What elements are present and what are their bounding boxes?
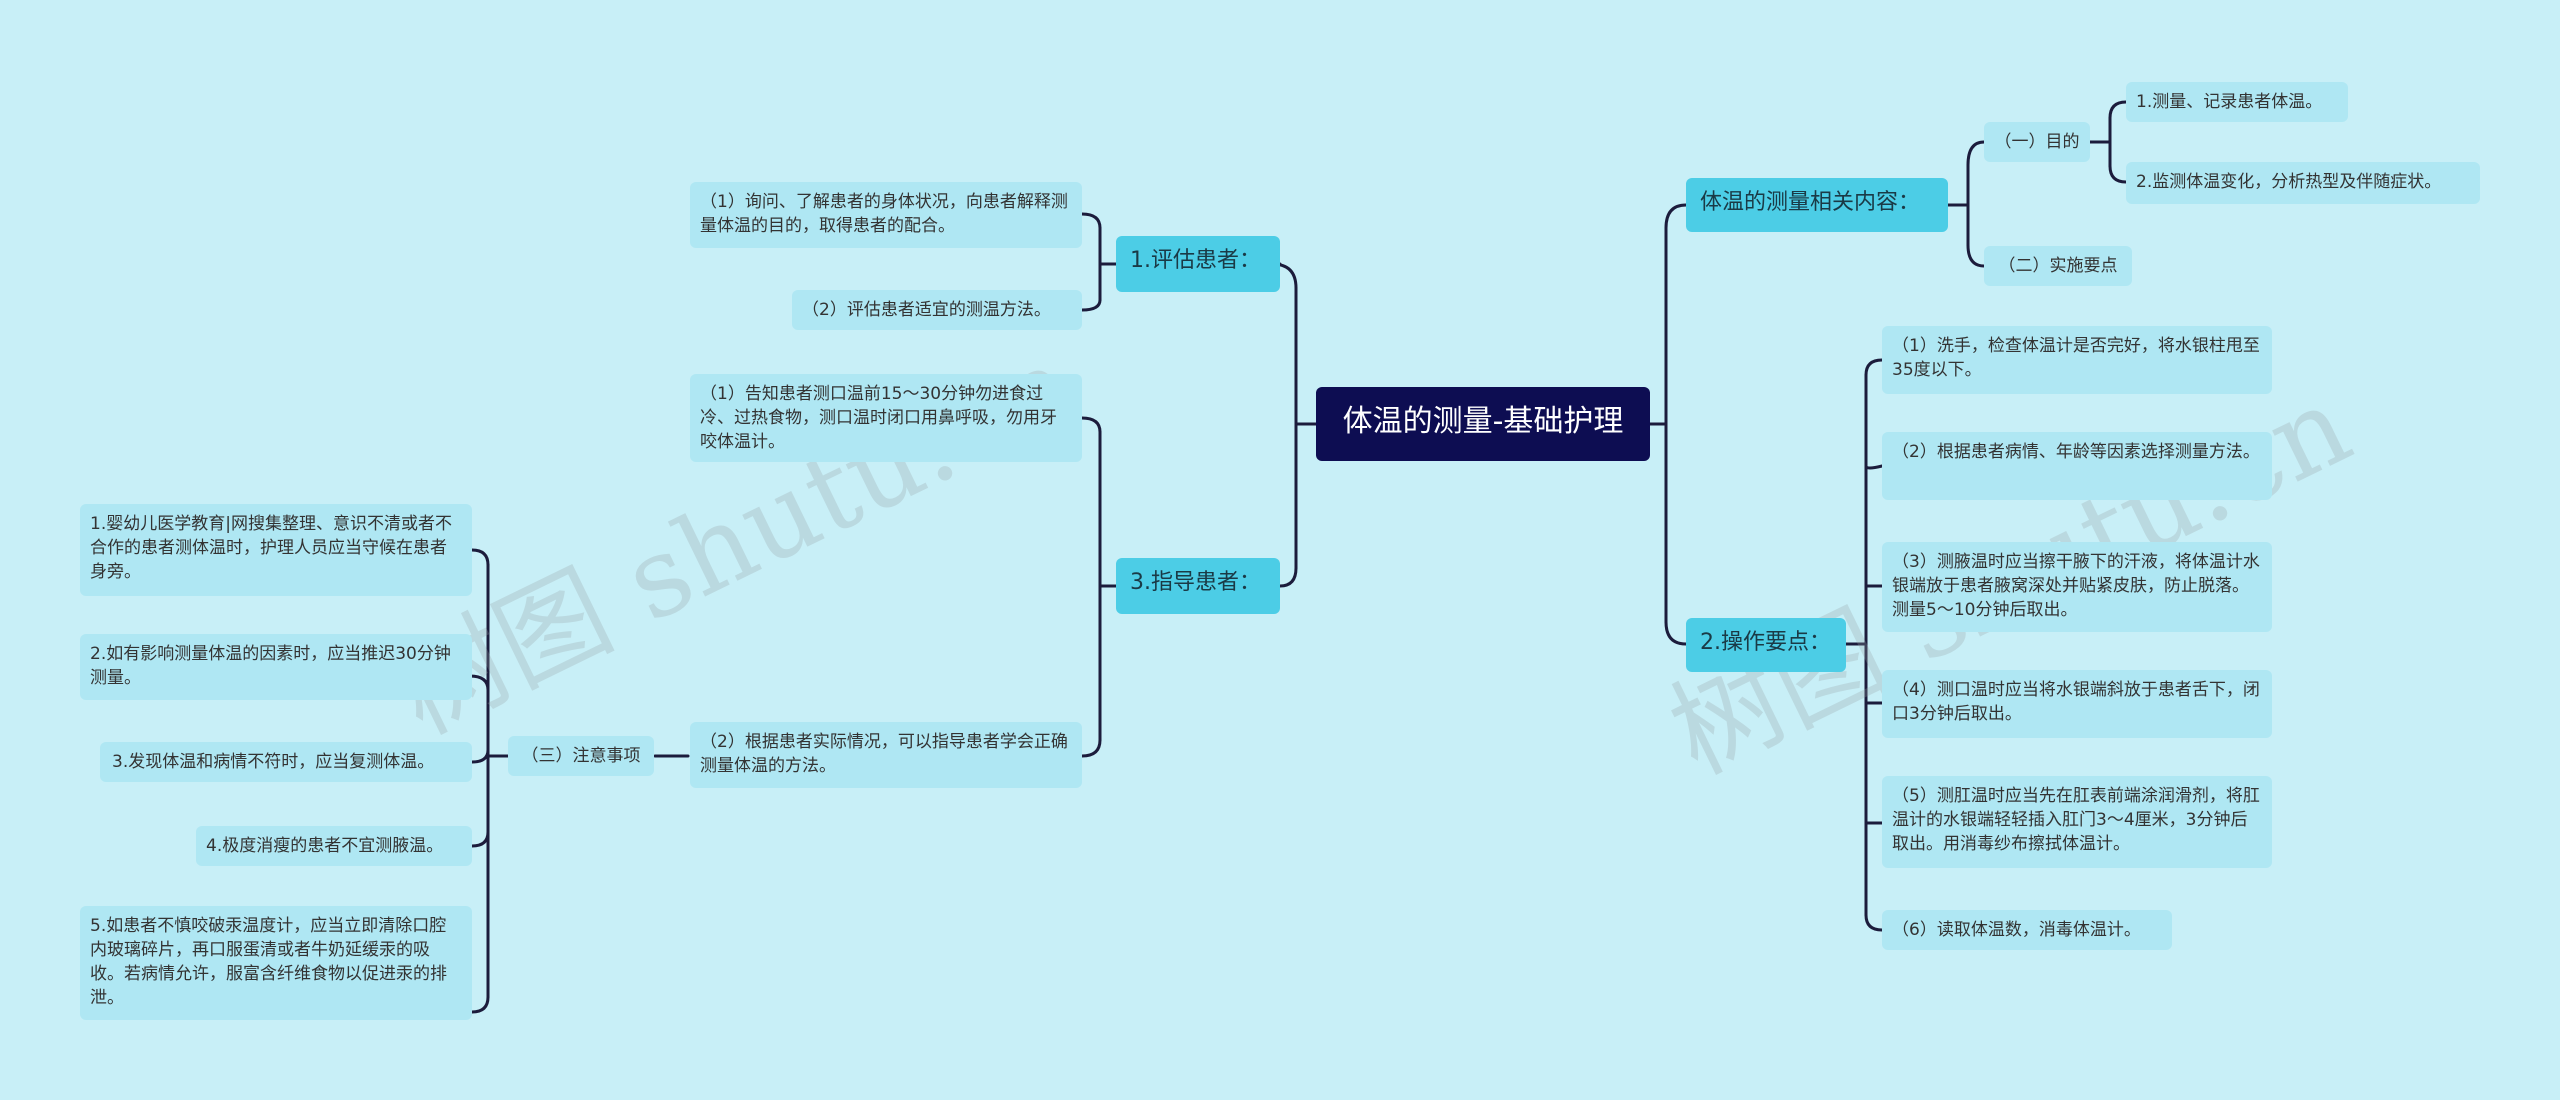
node-purpose[interactable]: （一）目的 — [1984, 122, 2090, 162]
leaf-operation-5[interactable]: （5）测肛温时应当先在肛表前端涂润滑剂，将肛温计的水银端轻轻插入肛门3～4厘米，… — [1882, 776, 2272, 868]
leaf-guide-2[interactable]: （2）根据患者实际情况，可以指导患者学会正确测量体温的方法。 — [690, 722, 1082, 788]
leaf-purpose-1[interactable]: 1.测量、记录患者体温。 — [2126, 82, 2348, 122]
branch-related-content[interactable]: 体温的测量相关内容： — [1686, 178, 1948, 232]
leaf-note-2[interactable]: 2.如有影响测量体温的因素时，应当推迟30分钟测量。 — [80, 634, 472, 700]
leaf-note-5[interactable]: 5.如患者不慎咬破汞温度计，应当立即清除口腔内玻璃碎片，再口服蛋清或者牛奶延缓汞… — [80, 906, 472, 1020]
root-node[interactable]: 体温的测量-基础护理 — [1316, 387, 1650, 461]
leaf-operation-2[interactable]: （2）根据患者病情、年龄等因素选择测量方法。 — [1882, 432, 2272, 500]
branch-notes[interactable]: （三）注意事项 — [508, 736, 654, 776]
leaf-operation-3[interactable]: （3）测腋温时应当擦干腋下的汗液，将体温计水银端放于患者腋窝深处并贴紧皮肤，防止… — [1882, 542, 2272, 632]
branch-assess-patient[interactable]: 1.评估患者： — [1116, 236, 1280, 292]
leaf-operation-4[interactable]: （4）测口温时应当将水银端斜放于患者舌下，闭口3分钟后取出。 — [1882, 670, 2272, 738]
leaf-operation-6[interactable]: （6）读取体温数，消毒体温计。 — [1882, 910, 2172, 950]
leaf-note-3[interactable]: 3.发现体温和病情不符时，应当复测体温。 — [100, 742, 472, 782]
leaf-note-1[interactable]: 1.婴幼儿医学教育|网搜集整理、意识不清或者不合作的患者测体温时，护理人员应当守… — [80, 504, 472, 596]
leaf-purpose-2[interactable]: 2.监测体温变化，分析热型及伴随症状。 — [2126, 162, 2480, 204]
node-key-points[interactable]: （二）实施要点 — [1984, 246, 2132, 286]
branch-operation-points[interactable]: 2.操作要点： — [1686, 618, 1846, 672]
leaf-assess-1[interactable]: （1）询问、了解患者的身体状况，向患者解释测量体温的目的，取得患者的配合。 — [690, 182, 1082, 248]
branch-guide-patient[interactable]: 3.指导患者： — [1116, 558, 1280, 614]
leaf-guide-1[interactable]: （1）告知患者测口温前15～30分钟勿进食过冷、过热食物，测口温时闭口用鼻呼吸，… — [690, 374, 1082, 462]
leaf-note-4[interactable]: 4.极度消瘦的患者不宜测腋温。 — [196, 826, 472, 866]
leaf-assess-2[interactable]: （2）评估患者适宜的测温方法。 — [792, 290, 1082, 330]
leaf-operation-1[interactable]: （1）洗手，检查体温计是否完好，将水银柱甩至35度以下。 — [1882, 326, 2272, 394]
